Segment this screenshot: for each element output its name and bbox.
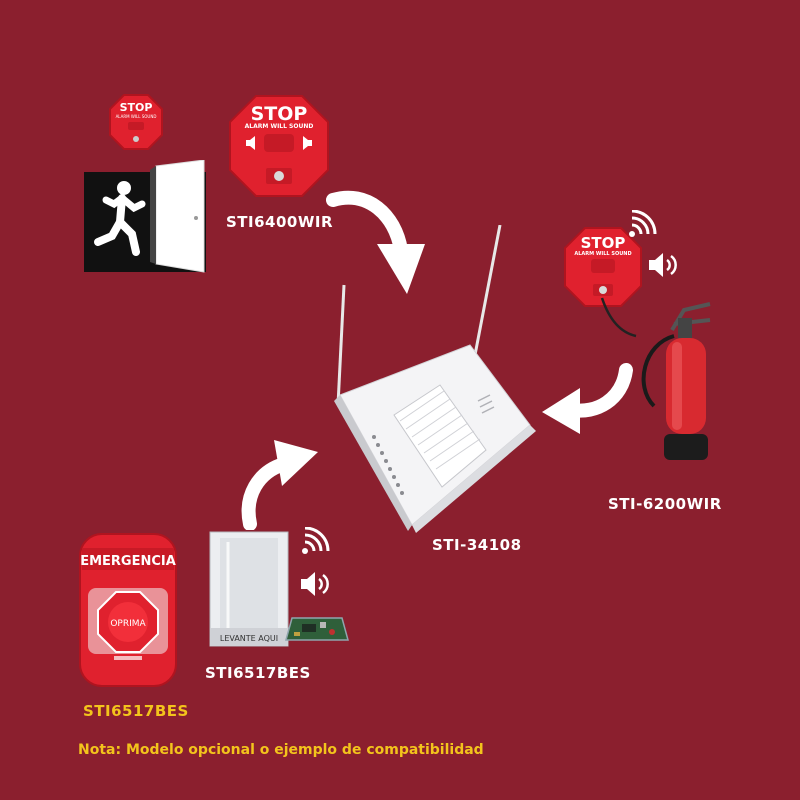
right-stop-subtitle: ALARM WILL SOUND [574,251,631,257]
label-extinguisher-unit: STI-6200WIR [608,495,722,513]
small-stop-subtitle: ALARM WILL SOUND [116,114,157,119]
label-button-station: STI6517BES [83,702,189,720]
right-stop-alarm: STOP ALARM WILL SOUND [564,227,642,307]
arrow-icon-right [542,363,633,434]
note-text: Nota: Modelo opcional o ejemplo de compa… [78,742,484,758]
small-stop-title: STOP [120,101,153,114]
label-cover: STI6517BES [205,664,311,682]
label-door-unit: STI6400WIR [226,213,334,231]
large-stop-title: STOP [251,103,308,125]
label-receiver: STI-34108 [432,536,522,554]
fire-extinguisher [600,297,711,460]
exit-door-icon [84,160,206,273]
emergency-station: EMERGENCIA OPRIMA [79,533,177,687]
speaker-icon [649,253,677,277]
arrow-icon-left [241,440,318,530]
emergency-header: EMERGENCIA [80,554,176,569]
right-stop-title: STOP [581,234,626,252]
large-stop-subtitle: ALARM WILL SOUND [245,123,314,130]
large-stop-alarm: STOP ALARM WILL SOUND [229,95,329,197]
speaker-icon-cover [301,572,329,596]
speaker-icon-right [303,136,312,150]
protective-cover: LEVANTE AQUI [209,531,289,647]
small-stop-alarm: STOP ALARM WILL SOUND [109,94,163,150]
speaker-icon-left [246,136,255,150]
cover-text: LEVANTE AQUI [220,634,278,643]
arrow-icon-top [326,190,425,294]
emergency-button-label: OPRIMA [110,619,146,629]
circuit-board [285,617,349,641]
receiver-unit [334,225,536,533]
wireless-signal-icon-cover [302,527,330,554]
wireless-signal-icon [629,210,657,237]
